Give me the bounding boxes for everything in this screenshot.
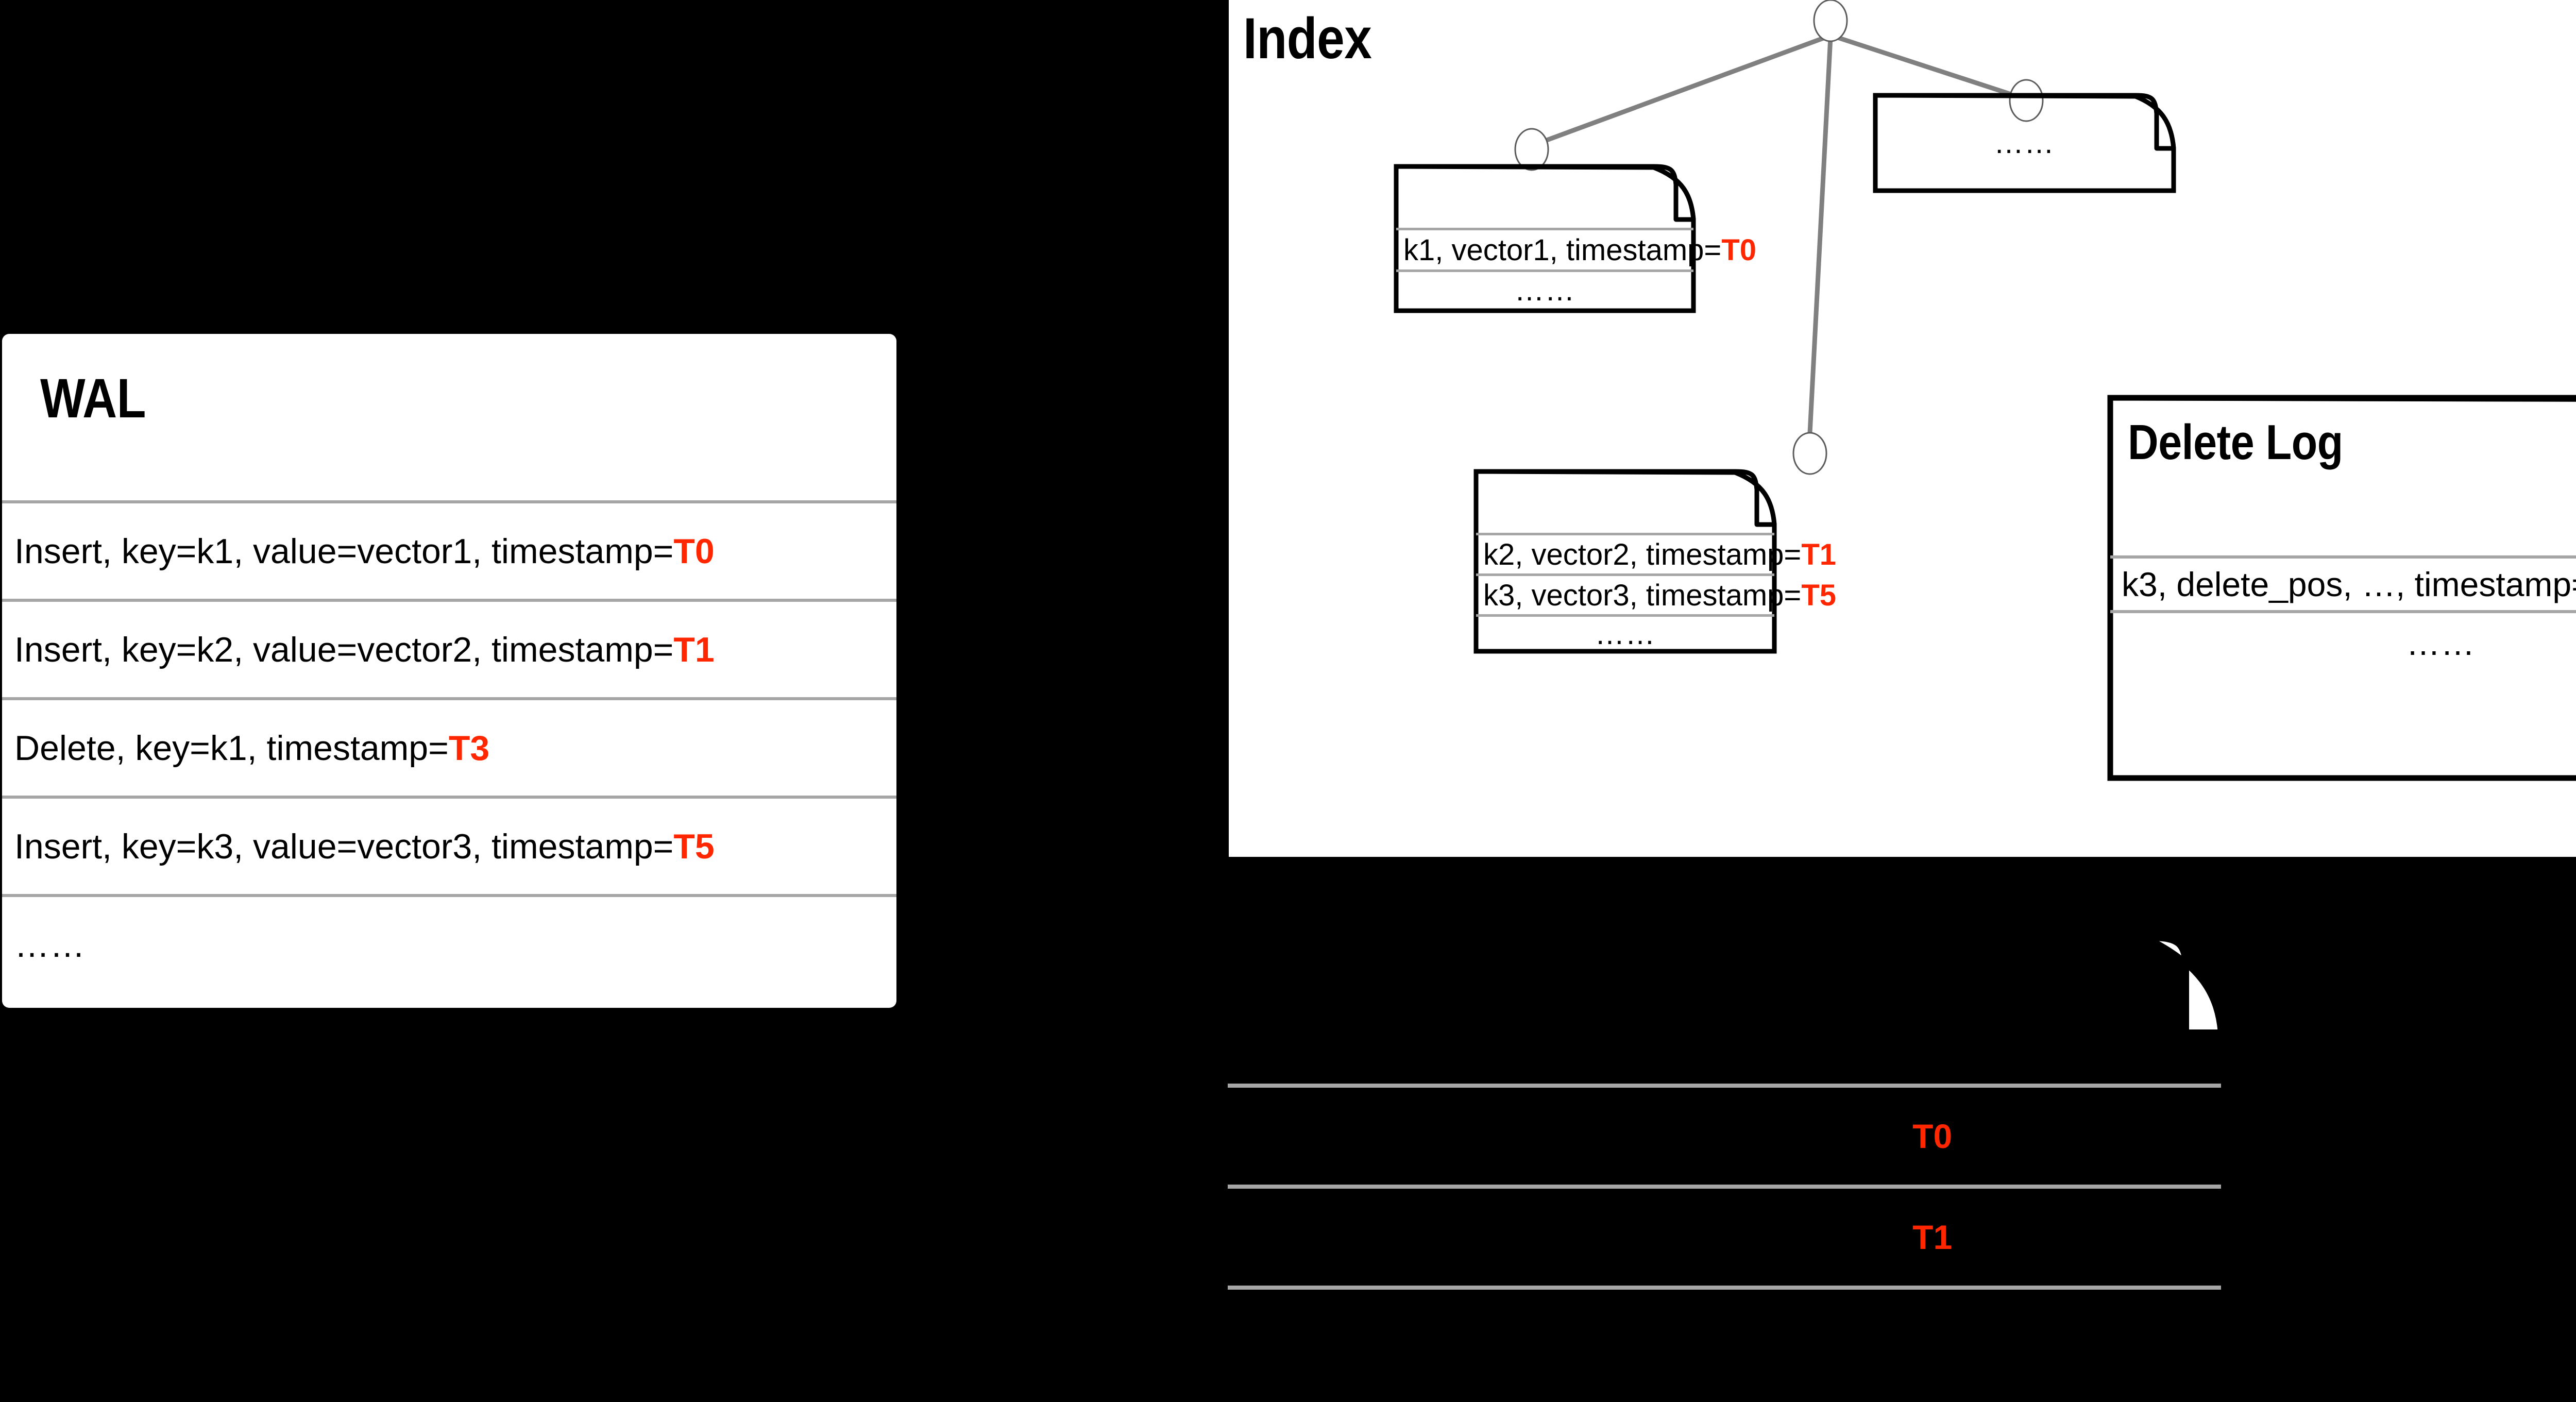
wal-row-0-timestamp: T0 [673, 531, 715, 571]
index-leaf-k2k3-row-0-timestamp: T1 [1801, 537, 1836, 571]
bin-log-row-0-text: Op=Insert, execution_time=3,…,timestamp= [1246, 1117, 1913, 1155]
index-leaf-k2k3-row-1-text: k3, vector3, timestamp= [1483, 578, 1802, 612]
index-leaf-k2k3-row-1: k3, vector3, timestamp=T5 [1476, 573, 1836, 614]
index-leaf-k2k3-row-0: k2, vector2, timestamp=T1 [1476, 533, 1836, 573]
index-leaf-k1-row-1-text: …… [1514, 274, 1575, 307]
tree-edge-root-bottom [1807, 37, 1833, 433]
bin-log-row-1: Op=Insert, execution_time=5,…,timestamp=… [1228, 1185, 2221, 1286]
wal-row-1-text: Insert, key=k2, value=vector2, timestamp… [14, 630, 674, 669]
delete-log-row-0: k3, delete_pos, …, timestamp=T3 [2110, 555, 2576, 610]
index-leaf-k1-row-1: …… [1396, 269, 1693, 309]
index-leaf-k2k3-row-2-text: …… [1595, 617, 1656, 651]
index-leaf-more-note: …… [1873, 93, 2176, 193]
bin-log-row-1-timestamp: T1 [1912, 1218, 1953, 1256]
index-leaf-k2k3-shape [1473, 469, 1777, 654]
wal-panel: WAL Insert, key=k1, value=vector1, times… [2, 334, 896, 1008]
bin-log-row-2-text: …… [1246, 1319, 1315, 1357]
delete-log-row-0-text: k3, delete_pos, …, timestamp= [2122, 565, 2576, 603]
index-leaf-k1-row-0-text: k1, vector1, timestamp= [1403, 233, 1722, 267]
delete-log-row-1-text: …… [2406, 624, 2476, 662]
wal-row-0: Insert, key=k1, value=vector1, timestamp… [2, 500, 896, 599]
delete-log-row-list: k3, delete_pos, …, timestamp=T3 …… [2110, 555, 2576, 673]
wal-row-4: …… [2, 894, 896, 992]
wal-row-2-timestamp: T3 [448, 728, 490, 768]
index-title: Index [1243, 6, 1372, 71]
index-panel: Index k1, v [1229, 0, 2576, 857]
wal-row-1-timestamp: T1 [673, 630, 715, 669]
index-leaf-more-shape [1873, 93, 2176, 193]
delete-log-row-1: …… [2110, 610, 2576, 673]
wal-row-4-text: …… [14, 925, 86, 965]
bin-log-row-2: …… [1228, 1286, 2221, 1387]
wal-row-2-text: Delete, key=k1, timestamp= [14, 728, 449, 768]
tree-node-child-bottom [1792, 432, 1827, 475]
wal-row-3: Insert, key=k3, value=vector3, timestamp… [2, 796, 896, 894]
wal-row-2: Delete, key=k1, timestamp=T3 [2, 697, 896, 796]
bin-log-row-list: Op=Insert, execution_time=3,…,timestamp=… [1228, 1084, 2221, 1387]
index-leaf-k2k3-row-0-text: k2, vector2, timestamp= [1483, 537, 1802, 571]
index-leaf-k2k3-note: k2, vector2, timestamp=T1 k3, vector3, t… [1473, 469, 1836, 654]
delete-log-note: Delete Log k3, delete_pos, …, timestamp=… [2107, 395, 2576, 781]
wal-title: WAL [40, 367, 146, 429]
bin-log-row-1-text: Op=Insert, execution_time=5,…,timestamp= [1246, 1218, 1913, 1256]
bin-log-note: Bin Log Op=Insert, execution_time=3,…,ti… [1228, 934, 2226, 1402]
index-leaf-k2k3-row-1-timestamp: T5 [1801, 578, 1836, 612]
tree-edge-root-left [1532, 33, 1830, 148]
wal-row-1: Insert, key=k2, value=vector2, timestamp… [2, 599, 896, 697]
bin-log-title: Bin Log [1242, 955, 1406, 1012]
index-leaf-k1-row-0-timestamp: T0 [1721, 233, 1756, 267]
index-leaf-k1-row-list: k1, vector1, timestamp=T0 …… [1396, 228, 1756, 309]
tree-node-root [1813, 0, 1848, 42]
wal-row-3-timestamp: T5 [673, 826, 715, 866]
wal-row-0-text: Insert, key=k1, value=vector1, timestamp… [14, 531, 674, 571]
bin-log-row-0: Op=Insert, execution_time=3,…,timestamp=… [1228, 1084, 2221, 1185]
index-leaf-k2k3-row-2: …… [1476, 614, 1774, 651]
index-leaf-k1-note: k1, vector1, timestamp=T0 …… [1394, 164, 1756, 313]
bin-log-row-0-timestamp: T0 [1912, 1117, 1953, 1155]
delete-log-shape [2107, 395, 2576, 781]
wal-row-3-text: Insert, key=k3, value=vector3, timestamp… [14, 826, 674, 866]
delete-log-title: Delete Log [2128, 415, 2343, 470]
index-leaf-more-row-0-text: …… [1994, 126, 2055, 160]
index-leaf-more-row-0: …… [1873, 93, 2176, 193]
wal-row-list: Insert, key=k1, value=vector1, timestamp… [2, 500, 896, 992]
tree-edge-root-right [1832, 33, 2023, 100]
index-leaf-k1-shape [1394, 164, 1696, 313]
index-leaf-k1-row-0: k1, vector1, timestamp=T0 [1396, 228, 1756, 269]
index-leaf-k2k3-row-list: k2, vector2, timestamp=T1 k3, vector3, t… [1476, 533, 1836, 651]
bin-log-shape [1228, 934, 2224, 1402]
